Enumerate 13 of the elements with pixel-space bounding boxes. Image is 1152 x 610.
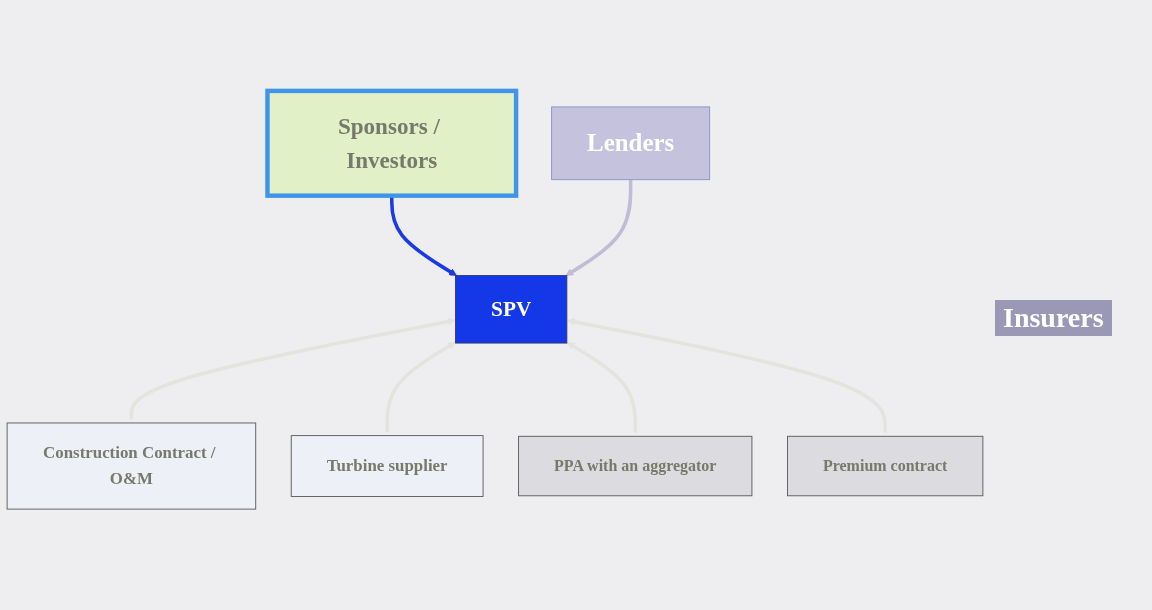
label-text: Insurers (995, 300, 1112, 336)
node-box: Construction Contract / O&M (6, 422, 257, 510)
node-box: Premium contract (787, 435, 984, 497)
arrow (566, 342, 638, 433)
arrow (565, 179, 633, 276)
node-box: SPV (455, 275, 568, 344)
arrow (566, 317, 887, 433)
node-box: Sponsors / Investors (265, 88, 519, 198)
node-box: Turbine supplier (290, 435, 484, 497)
node-box: PPA with an aggregator (518, 435, 753, 497)
node-box: Lenders (551, 106, 711, 181)
arrow (385, 342, 456, 433)
arrow (129, 317, 456, 420)
